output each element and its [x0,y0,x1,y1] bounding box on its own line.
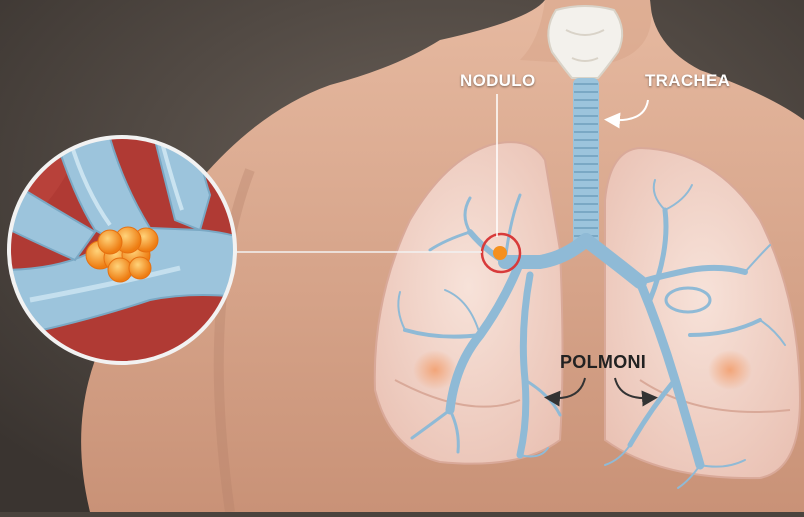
label-nodulo: NODULO [460,71,535,91]
label-trachea: TRACHEA [645,71,730,91]
trachea [573,78,599,248]
label-polmoni: POLMONI [560,352,646,373]
